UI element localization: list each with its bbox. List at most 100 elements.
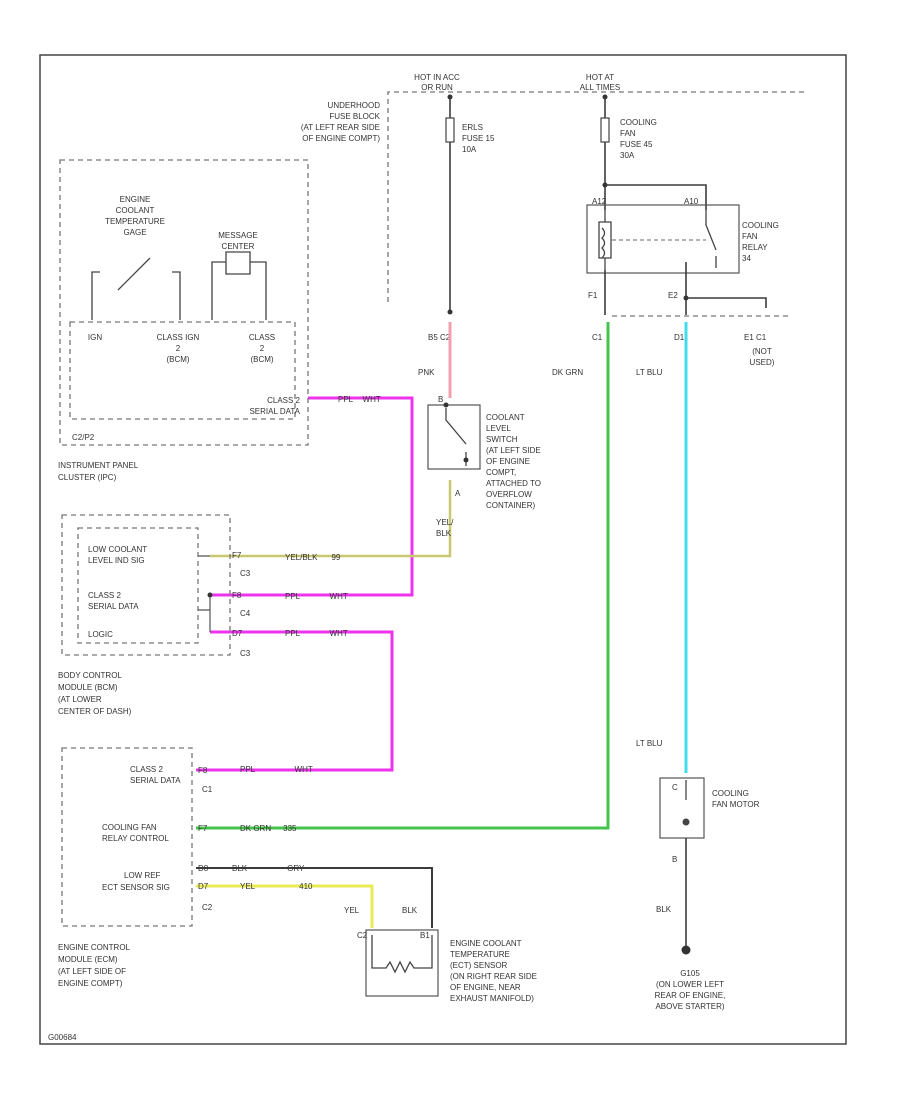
cooling-fan-motor-box: [659, 777, 705, 839]
cooling-fan-relay-box: [586, 204, 740, 274]
coolant-level-switch-box: [427, 404, 481, 470]
ground-icon: [681, 945, 691, 955]
fan-blk-wire-label: BLK: [656, 905, 672, 914]
ect-blk-wire: [196, 867, 433, 928]
ipc-c2-pin: C2/P2: [72, 433, 95, 442]
ipc-class2-wire: [210, 396, 414, 597]
pnk-wire-label: PNK: [418, 368, 435, 377]
ect-pin-left: C2: [357, 931, 368, 940]
ect-wire-yel-label: YEL: [344, 906, 360, 915]
connector-c2-left: B5 C2: [428, 333, 451, 342]
bcm-boundary: [61, 514, 231, 656]
bcm-junction-dot: [207, 592, 213, 598]
coolant-gage-icon: [91, 257, 181, 320]
bcm-pin-f7: F7: [232, 551, 242, 560]
fan-pin-top: C: [672, 783, 678, 792]
ecm-pin-c2: C2: [202, 903, 213, 912]
ect-pin-right: B1: [420, 931, 430, 940]
cooling-fan-fuse-icon: [600, 117, 610, 143]
lt-blu-wire-label-bottom: LT BLU: [636, 739, 663, 748]
relay-switch-icon: [705, 210, 717, 268]
relay-pin-top-left: A12: [592, 197, 607, 206]
ect-wire-blk-label: BLK: [402, 906, 418, 915]
left-fuse-end-dot: [447, 309, 453, 315]
bcm-pin-d7: D7: [232, 629, 243, 638]
ecm-pin-f7: F7: [198, 824, 208, 833]
ecm-pin-c1: C1: [202, 785, 213, 794]
ipc-inner-boundary: [69, 321, 296, 420]
ecm-pin-d7: D7: [198, 882, 209, 891]
bcm-ecm-class2-wire: [196, 630, 394, 772]
dk-grn-wire: [196, 322, 610, 830]
fan-motor-terminal: [682, 818, 690, 826]
diagram-border: [39, 54, 847, 1045]
switch-pin-top: B: [438, 395, 443, 404]
bcm-pin-f8: F8: [232, 591, 242, 600]
ecm-boundary: [61, 747, 193, 927]
fuse-block-boundary: [387, 91, 808, 302]
connector-e1-c1: E1 C1: [744, 333, 767, 342]
connector-c1: C1: [592, 333, 603, 342]
bcm-internal-link: [198, 555, 211, 632]
ecm-pin-d8: D8: [198, 864, 209, 873]
relay-coil-icon: [598, 210, 612, 270]
switch-pin-bottom: A: [455, 489, 461, 498]
ect-sensor-box: [365, 929, 439, 997]
ipc-col-ign: IGN: [88, 333, 102, 342]
bcm-pin-c3a: C3: [240, 569, 251, 578]
figure-id: G00684: [48, 1033, 77, 1042]
dk-grn-wire-label: DK GRN: [552, 368, 583, 377]
coolant-switch-icon: [445, 408, 467, 466]
ect-yel-wire: [196, 884, 374, 928]
relay-pin-top-right: A10: [684, 197, 699, 206]
ecm-pin-f8: F8: [198, 766, 208, 775]
lt-blu-wire-label-top: LT BLU: [636, 368, 663, 377]
bcm-pin-c3b: C3: [240, 649, 251, 658]
relay-feed-wire: [605, 184, 707, 210]
message-center-icon: [211, 251, 267, 320]
erls-fuse-icon: [445, 117, 455, 143]
bcm-pin-c4: C4: [240, 609, 251, 618]
relay-pin-bottom-left: F1: [588, 291, 598, 300]
ipc-boundary: [59, 159, 309, 446]
switch-bottom-terminal: [463, 457, 469, 463]
ect-thermistor-icon: [371, 935, 433, 974]
fan-pin-bottom: B: [672, 855, 677, 864]
relay-pin-bottom-right: E2: [668, 291, 678, 300]
not-used-wire: [686, 297, 767, 308]
yel-blk-wire: [210, 480, 452, 558]
